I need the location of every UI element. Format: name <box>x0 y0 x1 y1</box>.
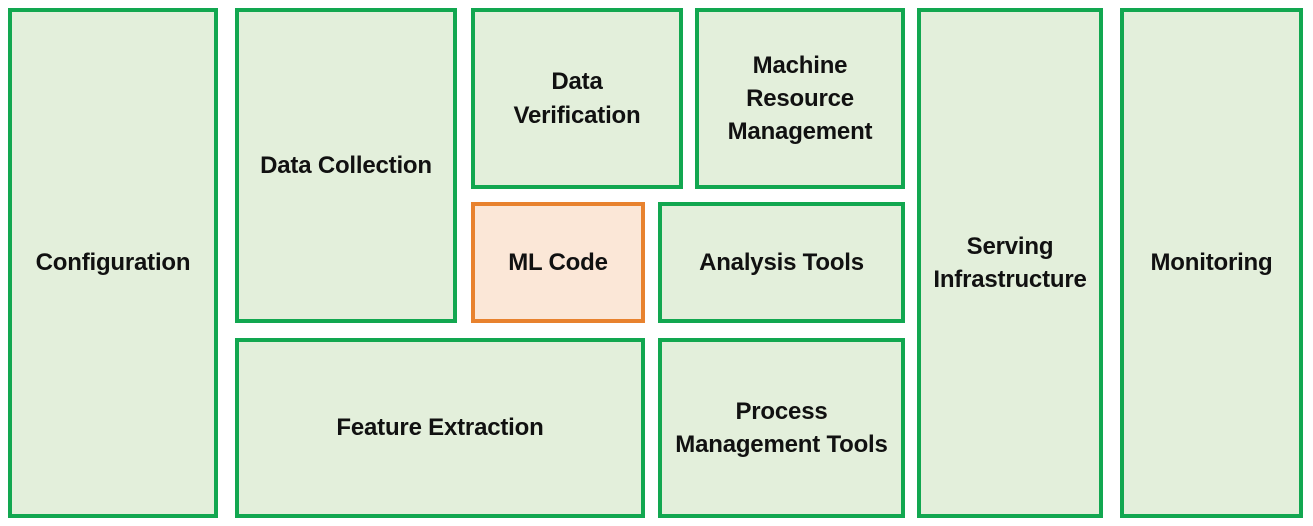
box-machine-resource-management-label: Machine Resource Management <box>727 51 873 146</box>
box-process-management-tools: Process Management Tools <box>658 338 905 518</box>
box-serving-infrastructure: Serving Infrastructure <box>917 8 1103 518</box>
box-analysis-tools-label: Analysis Tools <box>699 248 864 276</box>
box-data-verification: Data Verification <box>471 8 683 189</box>
box-feature-extraction-label: Feature Extraction <box>336 414 544 442</box>
box-ml-code: ML Code <box>471 202 645 323</box>
box-monitoring-label: Monitoring <box>1150 249 1273 277</box>
box-feature-extraction: Feature Extraction <box>235 338 645 518</box>
box-machine-resource-management: Machine Resource Management <box>695 8 905 189</box>
box-data-collection: Data Collection <box>235 8 457 323</box>
box-configuration: Configuration <box>8 8 218 518</box>
box-ml-code-label: ML Code <box>508 248 608 276</box>
box-process-management-tools-label: Process Management Tools <box>675 397 888 458</box>
box-serving-infrastructure-label: Serving Infrastructure <box>933 232 1087 293</box>
box-configuration-label: Configuration <box>35 249 191 277</box>
box-analysis-tools: Analysis Tools <box>658 202 905 323</box>
box-data-verification-label: Data Verification <box>513 68 641 129</box>
box-monitoring: Monitoring <box>1120 8 1303 518</box>
box-data-collection-label: Data Collection <box>260 151 432 179</box>
